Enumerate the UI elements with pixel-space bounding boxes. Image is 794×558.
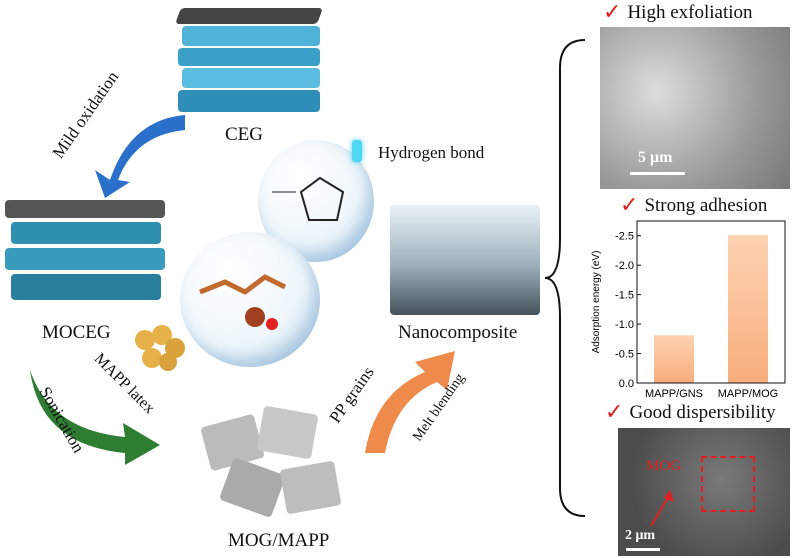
mog-mapp-illustration (200, 405, 342, 520)
oxidation-arrow (95, 115, 185, 198)
y-tick-label: -0.5 (615, 349, 634, 361)
mapp-latex-particles (135, 325, 185, 371)
mog-annotation: MOG (646, 458, 682, 474)
bar-mapp-gns (654, 335, 694, 383)
red-arrow-icon (650, 490, 674, 527)
y-tick-label: -2.0 (615, 260, 634, 272)
sem-scale-label: 2 μm (625, 528, 656, 543)
tem-scale-label: 5 μm (638, 149, 673, 166)
ceg-label: CEG (225, 124, 263, 145)
ceg-illustration (175, 8, 323, 118)
x-tick-label: MAPP/GNS (645, 388, 703, 400)
bar-mapp-mog (728, 235, 768, 383)
y-tick-label: -2.5 (615, 231, 634, 243)
tem-image: 5 μm (600, 27, 790, 189)
strong-adhesion-title: Strong adhesion (644, 194, 768, 216)
sem-image: MOG 2 μm (618, 428, 790, 556)
y-axis-label: Adsorption energy (eV) (591, 251, 602, 354)
nanocomposite-label: Nanocomposite (398, 322, 518, 343)
check-icon: ✓ (603, 0, 622, 25)
y-tick-label: 0.0 (619, 378, 634, 390)
high-exfoliation-title: High exfoliation (627, 1, 753, 23)
high-exfoliation-heading: ✓High exfoliation (603, 0, 753, 25)
good-dispersibility-title: Good dispersibility (629, 401, 776, 423)
highlight-box (701, 456, 755, 512)
mog-mapp-label: MOG/MAPP (228, 530, 330, 551)
melt-blending-arrow (365, 351, 455, 453)
check-icon: ✓ (620, 193, 639, 218)
curly-brace (544, 39, 586, 517)
check-icon: ✓ (605, 400, 624, 425)
good-dispersibility-heading: ✓Good dispersibility (605, 400, 776, 425)
plot-frame (636, 220, 786, 384)
y-tick-label: -1.5 (615, 290, 634, 302)
hydrogen-bond-label: Hydrogen bond (378, 143, 485, 162)
nanocomposite-illustration (390, 205, 540, 315)
scale-bar (626, 548, 660, 551)
adsorption-energy-chart: MAPP/GNS MAPP/MOG 0.0 -0.5 -1.0 -1.5 -2.0 -2.5A… (591, 220, 786, 400)
moceg-illustration (5, 190, 165, 315)
strong-adhesion-heading: ✓Strong adhesion (620, 193, 767, 218)
x-tick-label: MAPP/MOG (718, 388, 779, 400)
hydrogen-bond-icon (352, 140, 362, 162)
moceg-label: MOCEG (42, 322, 111, 343)
y-tick-label: -1.0 (615, 319, 634, 331)
scale-bar (630, 172, 685, 175)
sonication-arrow (30, 370, 160, 465)
mapp-molecule-bubble (180, 232, 320, 367)
